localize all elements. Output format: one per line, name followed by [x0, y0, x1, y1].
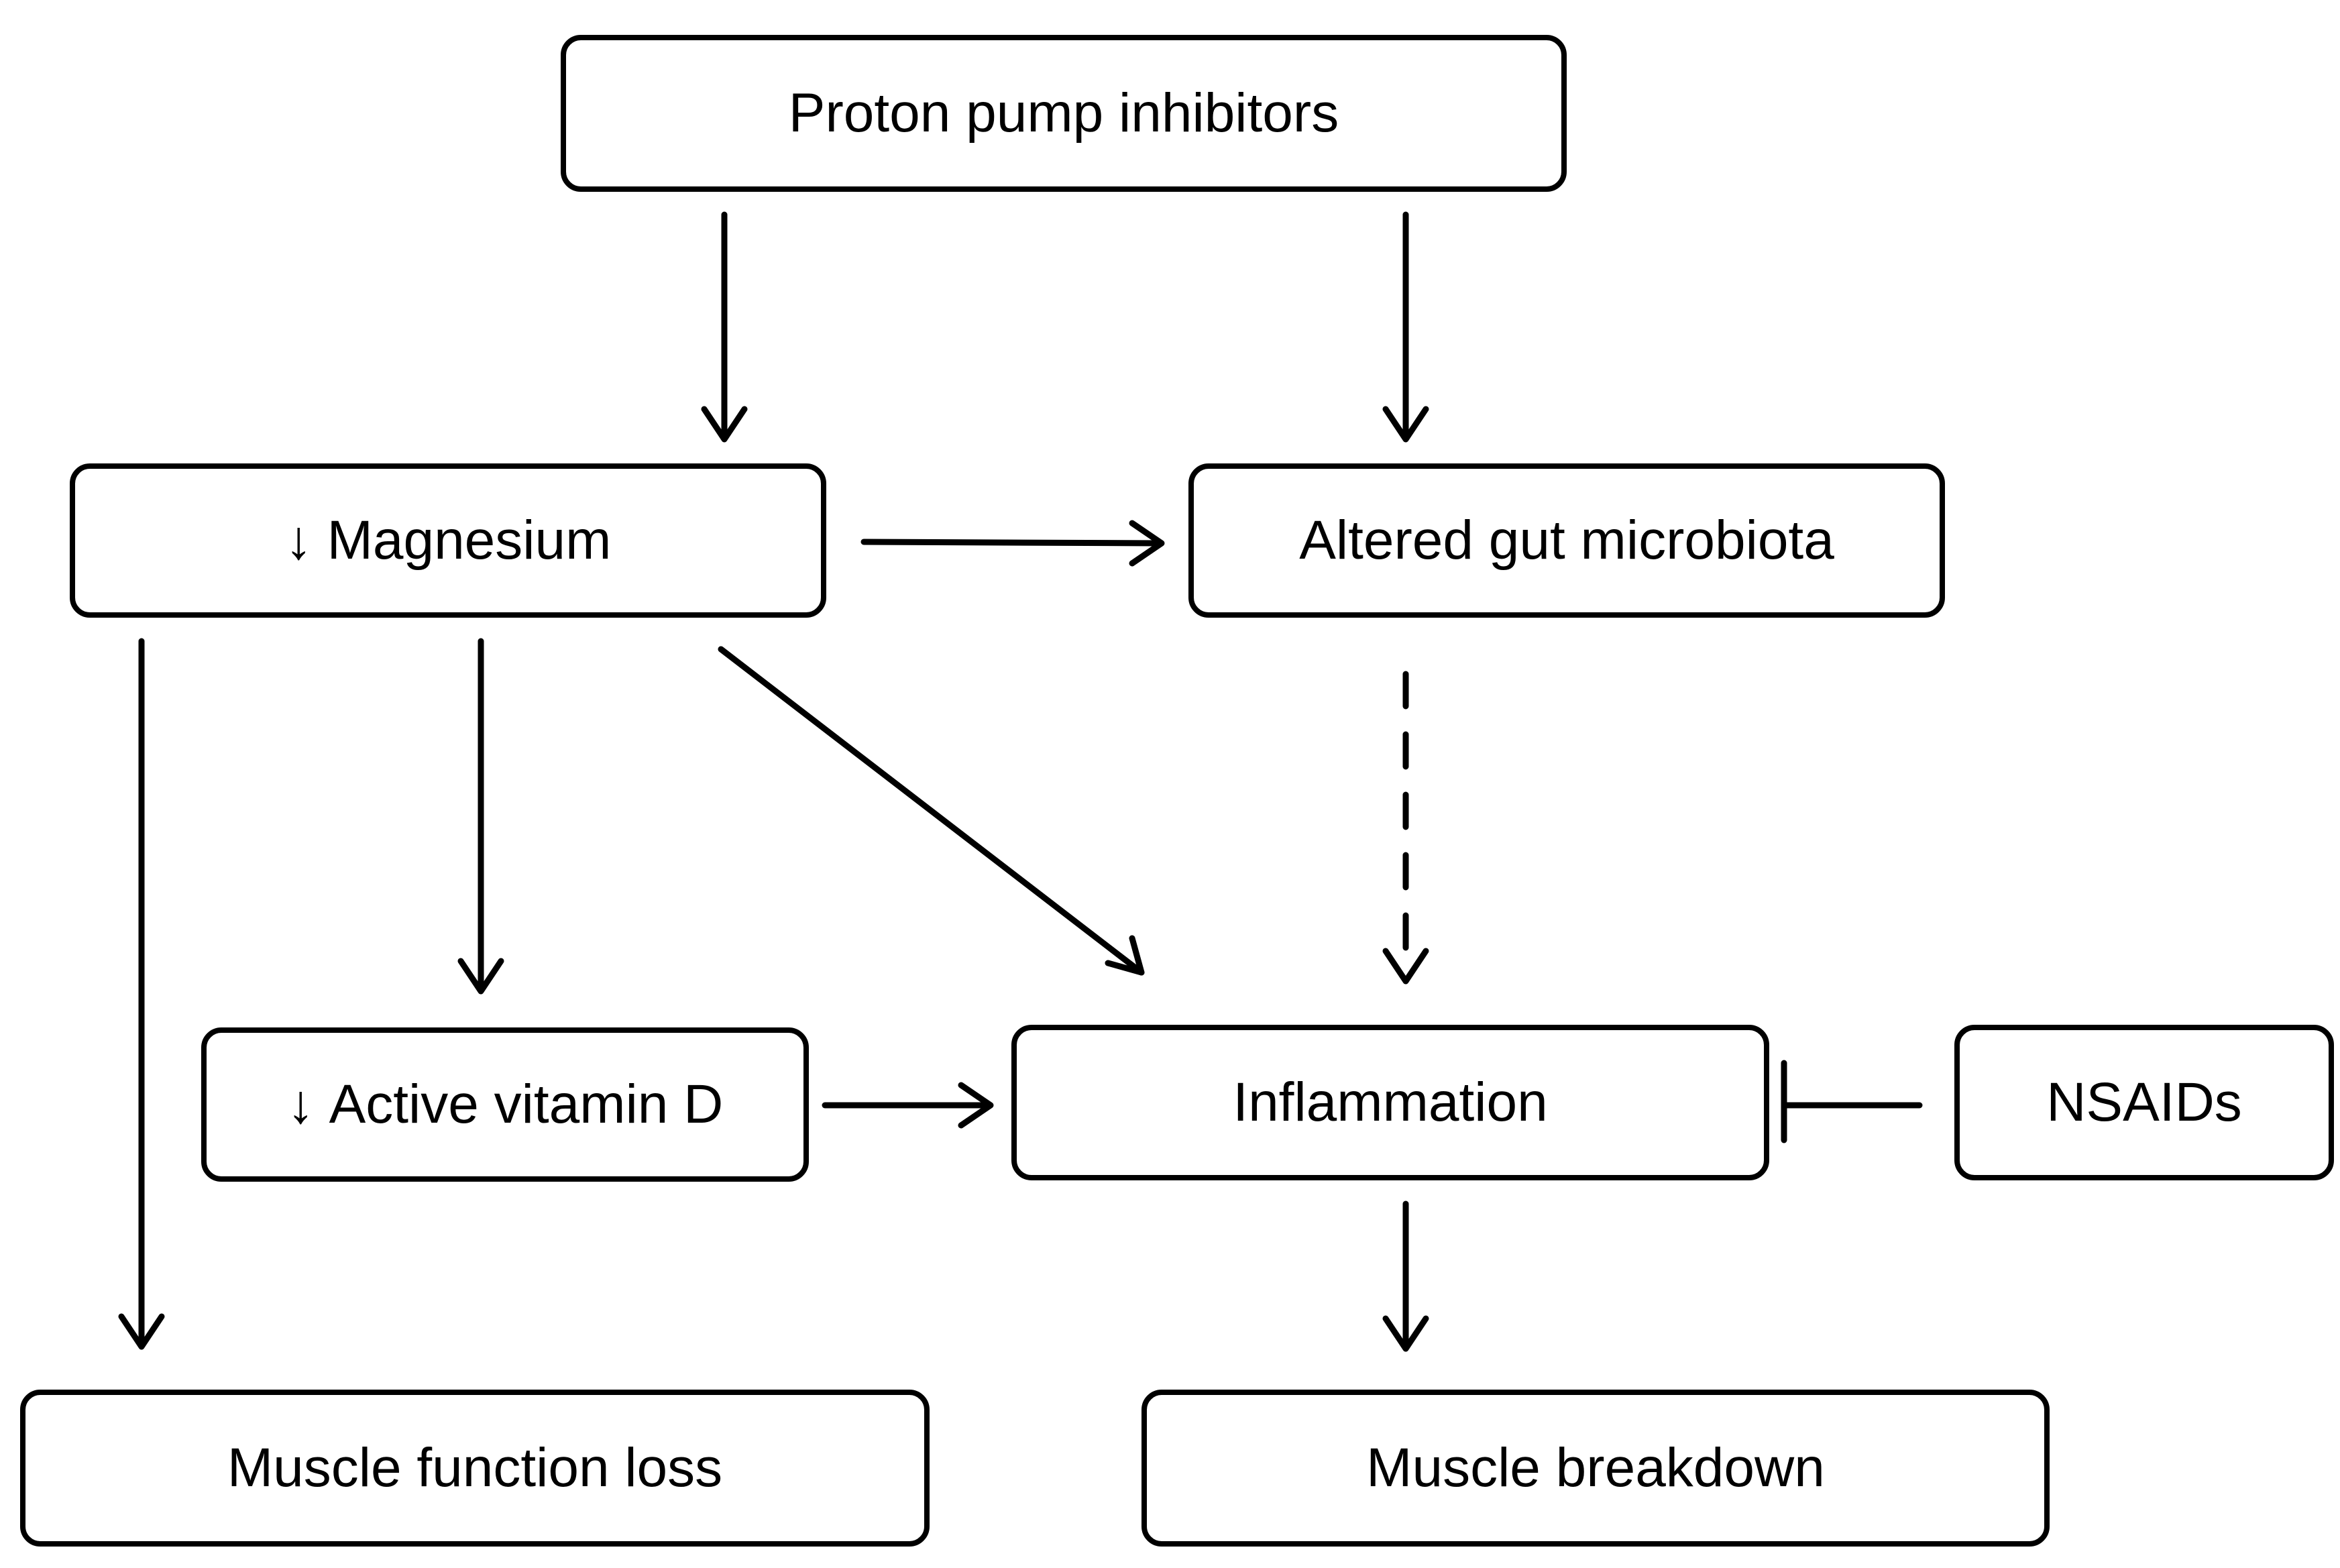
node-label: Muscle breakdown: [1366, 1437, 1825, 1498]
node-inflammation: Inflammation: [1011, 1025, 1769, 1180]
node-label: Inflammation: [1233, 1072, 1548, 1133]
node-altered-gut-microbiota: Altered gut microbiota: [1188, 463, 1945, 618]
edge-microbiota-to-inflammation: [1382, 671, 1429, 985]
edge-magnesium-to-muscle-function-loss: [118, 638, 165, 1350]
edge-vitamin-d-to-inflammation: [822, 1082, 994, 1129]
node-label: Muscle function loss: [227, 1437, 723, 1498]
node-muscle-function-loss: Muscle function loss: [20, 1390, 930, 1547]
node-label: NSAIDs: [2046, 1072, 2242, 1133]
edge-magnesium-to-vitamin-d: [457, 638, 504, 995]
edge-inflammation-to-muscle-breakdown: [1382, 1200, 1429, 1352]
node-label: Altered gut microbiota: [1299, 510, 1834, 571]
edge-ppi-to-magnesium: [701, 211, 748, 443]
node-active-vitamin-d: ↓ Active vitamin D: [201, 1027, 809, 1182]
down-arrow-icon: ↓: [284, 510, 313, 571]
edge-magnesium-to-microbiota: [860, 520, 1165, 567]
node-label: Proton pump inhibitors: [788, 82, 1339, 144]
node-nsaids: NSAIDs: [1954, 1025, 2334, 1180]
edge-ppi-to-microbiota: [1382, 211, 1429, 443]
node-muscle-breakdown: Muscle breakdown: [1141, 1390, 2050, 1547]
node-label: Magnesium: [327, 510, 612, 571]
edge-magnesium-to-inflammation: [718, 646, 1145, 976]
node-proton-pump-inhibitors: Proton pump inhibitors: [561, 35, 1567, 192]
node-label: Active vitamin D: [329, 1074, 724, 1135]
edge-nsaids-inhibits-inflammation: [1781, 1060, 1923, 1143]
node-magnesium: ↓ Magnesium: [70, 463, 826, 618]
down-arrow-icon: ↓: [286, 1074, 315, 1135]
